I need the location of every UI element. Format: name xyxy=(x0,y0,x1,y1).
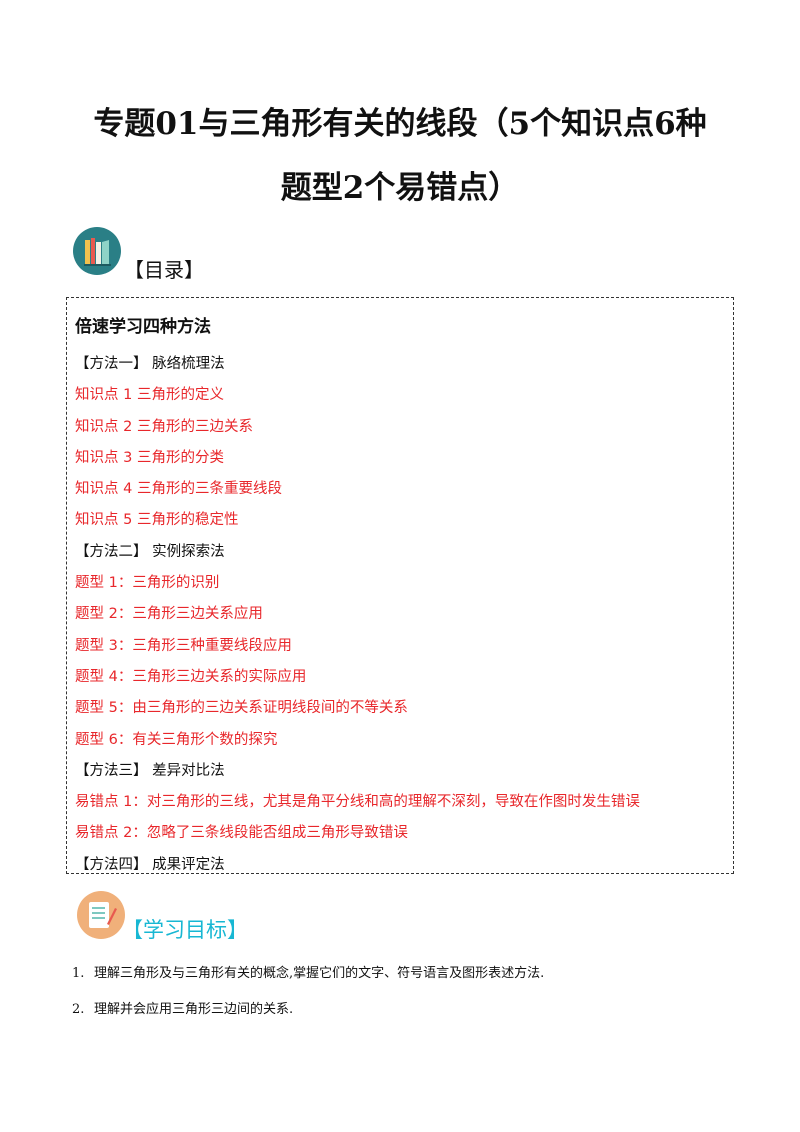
toc-method-row: 【方法二】 实例探索法 xyxy=(75,543,225,560)
goal-number: 2. xyxy=(72,1002,85,1017)
document-title: 专题01与三角形有关的线段（5个知识点6种 题型2个易错点） xyxy=(40,92,760,220)
toc-item-link[interactable]: 知识点 2 三角形的三边关系 xyxy=(75,418,253,435)
goal-text: 理解三角形及与三角形有关的概念,掌握它们的文字、符号语言及图形表述方法. xyxy=(94,966,545,981)
toc-rows: 【方法一】 脉络梳理法知识点 1 三角形的定义知识点 2 三角形的三边关系知识点… xyxy=(75,349,727,881)
toc-item-link[interactable]: 题型 1：三角形的识别 xyxy=(75,575,220,592)
toc-item-link[interactable]: 题型 4：三角形三边关系的实际应用 xyxy=(75,668,307,685)
toc-item-link[interactable]: 知识点 3 三角形的分类 xyxy=(75,449,224,466)
toc-item-link[interactable]: 题型 6：有关三角形个数的探究 xyxy=(75,731,278,748)
books-icon xyxy=(73,227,121,275)
toc-method-row: 【方法三】 差异对比法 xyxy=(75,762,225,779)
goals-label: 【学习目标】 xyxy=(122,918,248,942)
toc-item-link[interactable]: 知识点 1 三角形的定义 xyxy=(75,387,224,404)
toc-item-link[interactable]: 题型 2：三角形三边关系应用 xyxy=(75,606,263,623)
toc-content: 倍速学习四种方法 【方法一】 脉络梳理法知识点 1 三角形的定义知识点 2 三角… xyxy=(75,312,727,881)
toc-item-link[interactable]: 知识点 4 三角形的三条重要线段 xyxy=(75,481,282,498)
title-line-1: 专题01与三角形有关的线段（5个知识点6种 xyxy=(93,106,707,142)
goal-item: 1. 理解三角形及与三角形有关的概念,掌握它们的文字、符号语言及图形表述方法. xyxy=(72,960,760,996)
toc-label: 【目录】 xyxy=(124,258,204,282)
toc-box: 倍速学习四种方法 【方法一】 脉络梳理法知识点 1 三角形的定义知识点 2 三角… xyxy=(66,297,734,874)
toc-item-link[interactable]: 知识点 5 三角形的稳定性 xyxy=(75,512,239,529)
toc-item-link[interactable]: 易错点 1：对三角形的三线，尤其是角平分线和高的理解不深刻，导致在作图时发生错误 xyxy=(75,794,640,811)
goal-item: 2. 理解并会应用三角形三边间的关系. xyxy=(72,996,760,1032)
toc-item-link[interactable]: 题型 5：由三角形的三边关系证明线段间的不等关系 xyxy=(75,700,408,717)
checklist-icon xyxy=(77,891,125,939)
toc-method-row: 【方法四】 成果评定法 xyxy=(75,856,225,873)
goals-list: 1. 理解三角形及与三角形有关的概念,掌握它们的文字、符号语言及图形表述方法. 2.… xyxy=(72,960,760,1032)
toc-item-link[interactable]: 易错点 2：忽略了三条线段能否组成三角形导致错误 xyxy=(75,825,408,842)
goal-text: 理解并会应用三角形三边间的关系. xyxy=(94,1002,294,1017)
goal-number: 1. xyxy=(72,966,85,981)
toc-method-row: 【方法一】 脉络梳理法 xyxy=(75,356,225,372)
toc-heading: 倍速学习四种方法 xyxy=(75,317,211,337)
toc-item-link[interactable]: 题型 3：三角形三种重要线段应用 xyxy=(75,637,292,654)
title-line-2: 题型2个易错点） xyxy=(280,170,520,206)
